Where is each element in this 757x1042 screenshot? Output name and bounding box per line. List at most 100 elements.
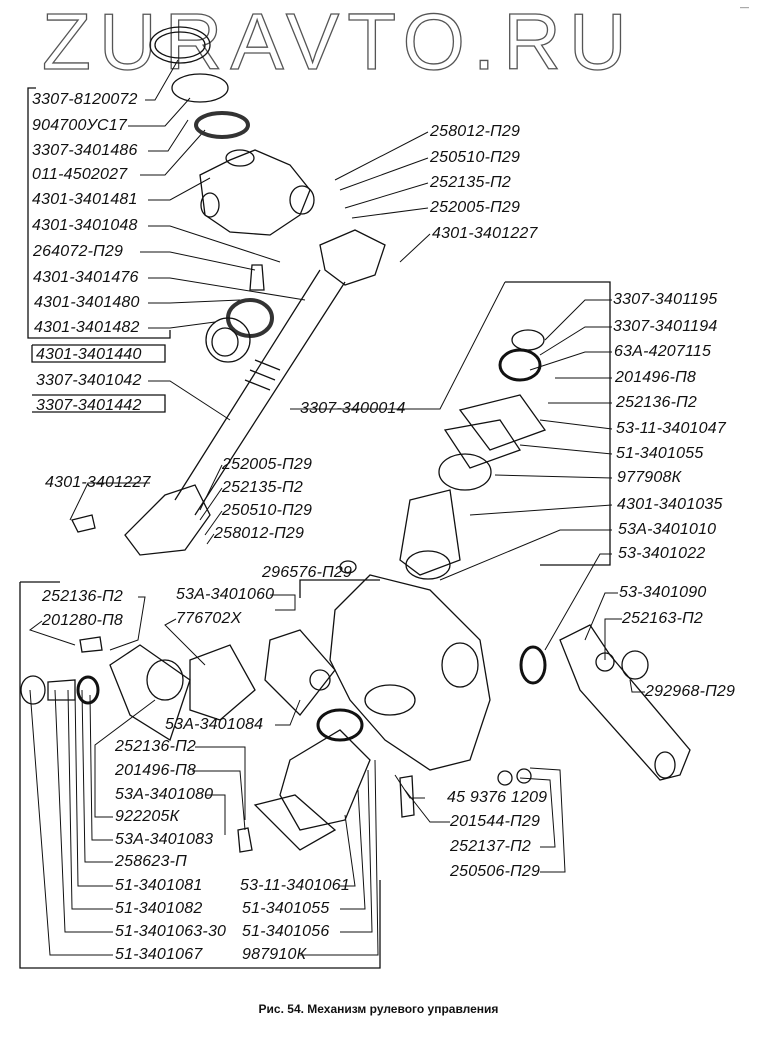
part-label: 4301-3401476 (33, 269, 139, 286)
part-label: 258623-П (115, 853, 187, 870)
part-label: 201496-П8 (615, 369, 697, 386)
part-label: 45 9376 1209 (447, 789, 548, 806)
part-label: 201544-П29 (450, 813, 541, 830)
figure-caption: Рис. 54. Механизм рулевого управления (258, 1002, 499, 1016)
bolt-lower (237, 827, 253, 853)
part-label: 252136-П2 (616, 394, 698, 411)
pitman-arm (559, 624, 691, 781)
side-cover (109, 644, 191, 741)
part-label: 53-11-3401047 (616, 420, 726, 437)
part-label: 922205К (115, 808, 180, 825)
shaft-spline (244, 359, 281, 391)
part-label: 3307-3401042 (36, 372, 142, 389)
adjust-screw (47, 679, 76, 701)
retaining-ring (149, 26, 211, 64)
bolt (71, 514, 96, 533)
grease-fitting (249, 264, 265, 291)
part-label: 252136-П2 (42, 588, 124, 605)
part-label: 252005-П29 (430, 199, 521, 216)
part-label: 258012-П29 (430, 123, 521, 140)
part-label: 51-3401055 (616, 445, 704, 462)
part-label: 53А-3401083 (115, 831, 214, 848)
part-label: 296576-П29 (262, 564, 353, 581)
part-label: 3307-3401442 (36, 397, 142, 414)
parts (20, 26, 691, 853)
part-label: 53-11-3401061 (240, 877, 350, 894)
label-brackets (19, 87, 611, 969)
part-label: 250510-П29 (430, 149, 521, 166)
part-label: 51-3401067 (115, 946, 203, 963)
part-label: 252137-П2 (450, 838, 532, 855)
gasket-diamond (264, 629, 336, 716)
gasket (443, 419, 522, 469)
seal-ring (194, 111, 250, 139)
corner-mark: — (740, 2, 749, 12)
cup (171, 73, 229, 103)
part-label: 53-3401090 (619, 584, 707, 601)
part-label: 53-3401022 (618, 545, 706, 562)
part-label: 201280-П8 (42, 612, 124, 629)
part-label: 776702Х (176, 610, 242, 627)
seal (226, 298, 274, 338)
part-label: 3307-3401195 (613, 291, 718, 308)
part-label: 4301-3401480 (34, 294, 140, 311)
part-label: 63А-4207115 (614, 343, 712, 360)
oil-seal (438, 453, 492, 491)
part-label: 292968-П29 (645, 683, 736, 700)
bolt-housing (399, 775, 415, 818)
part-label: 011-4502027 (32, 166, 128, 183)
part-label: 258012-П29 (214, 525, 305, 542)
part-label: 252136-П2 (115, 738, 197, 755)
part-label: 4301-3401482 (34, 319, 140, 336)
part-label: 51-3401055 (242, 900, 330, 917)
part-label: 51-3401082 (115, 900, 203, 917)
part-label: 977908К (617, 469, 682, 486)
lower-yoke (124, 484, 211, 556)
steering-shaft (174, 269, 346, 516)
sector-bellows (279, 729, 371, 831)
cross-spider (199, 149, 311, 236)
upper-yoke (319, 229, 386, 286)
part-label: 250510-П29 (222, 502, 313, 519)
part-label: 201496-П8 (115, 762, 197, 779)
nut (621, 650, 649, 680)
adjust-nut (20, 675, 46, 705)
bearing (498, 348, 542, 382)
worm-bellows (189, 644, 256, 721)
part-label: 252135-П2 (430, 174, 512, 191)
part-label: 3307-3401194 (613, 318, 718, 335)
bearing-housing (205, 317, 251, 363)
part-label: 4301-3401440 (36, 346, 142, 363)
part-label: 264072-П29 (33, 243, 124, 260)
bottom-cover (253, 794, 337, 851)
part-label: 250506-П29 (450, 863, 541, 880)
dust-boot (399, 489, 461, 576)
part-label: 4301-3401048 (32, 217, 138, 234)
part-label: 3307-8120072 (32, 91, 138, 108)
seal-ring-right (519, 645, 547, 685)
cover-plate (458, 394, 547, 451)
part-label: 4301-3401481 (32, 191, 138, 208)
part-label: 51-3401081 (115, 877, 203, 894)
part-label: 51-3401063-30 (115, 923, 227, 940)
lock-washer (595, 652, 615, 672)
part-label: 987910К (242, 946, 307, 963)
part-label: 53А-3401010 (618, 521, 717, 538)
part-label: 4301-3401227 (432, 225, 538, 242)
part-label: 4301-3401227 (45, 474, 151, 491)
small-bolt (79, 636, 103, 653)
part-label: 51-3401056 (242, 923, 330, 940)
part-label: 252163-П2 (622, 610, 704, 627)
watermark: ZURAVTO.RU (41, 0, 635, 86)
part-label: 3307-3401486 (32, 142, 138, 159)
part-label: 252005-П29 (222, 456, 313, 473)
part-label: 252135-П2 (222, 479, 304, 496)
part-label: 4301-3401035 (617, 496, 723, 513)
part-label: 53А-3401084 (165, 716, 264, 733)
part-label: 53А-3401060 (176, 586, 275, 603)
leader-lines (28, 59, 645, 956)
part-label: 3307-3400014 (300, 400, 406, 417)
gear-housing (329, 574, 491, 771)
